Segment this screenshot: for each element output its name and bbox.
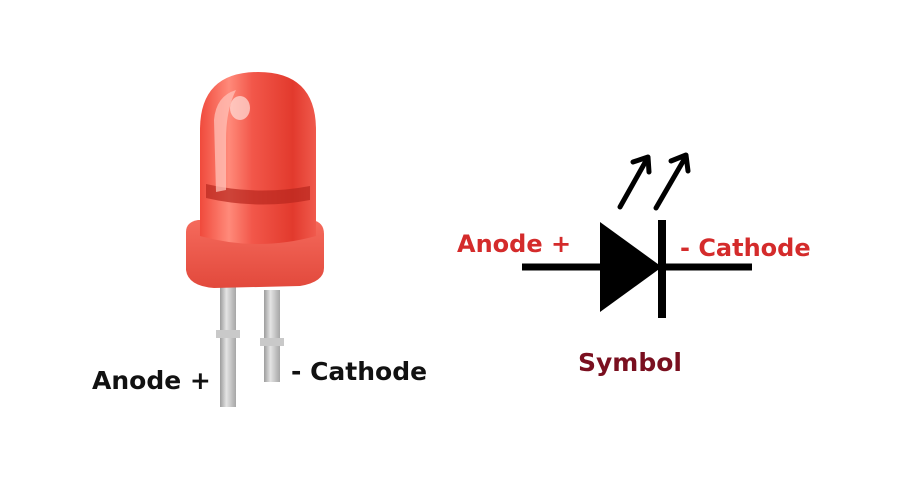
cathode-lead <box>264 290 280 382</box>
led-anode-label: Anode + <box>92 366 211 395</box>
emission-arrow-2 <box>653 155 688 211</box>
symbol-anode-label: Anode + <box>457 230 572 258</box>
diode-triangle <box>600 222 662 312</box>
symbol-cathode-label: - Cathode <box>680 234 811 262</box>
led-leads <box>216 285 284 407</box>
symbol-caption: Symbol <box>578 348 682 377</box>
light-emission-arrows <box>617 152 691 211</box>
led-body <box>186 72 324 288</box>
led-cathode-label: - Cathode <box>291 357 428 386</box>
emission-arrow-1 <box>617 156 650 210</box>
anode-lead <box>220 285 236 407</box>
